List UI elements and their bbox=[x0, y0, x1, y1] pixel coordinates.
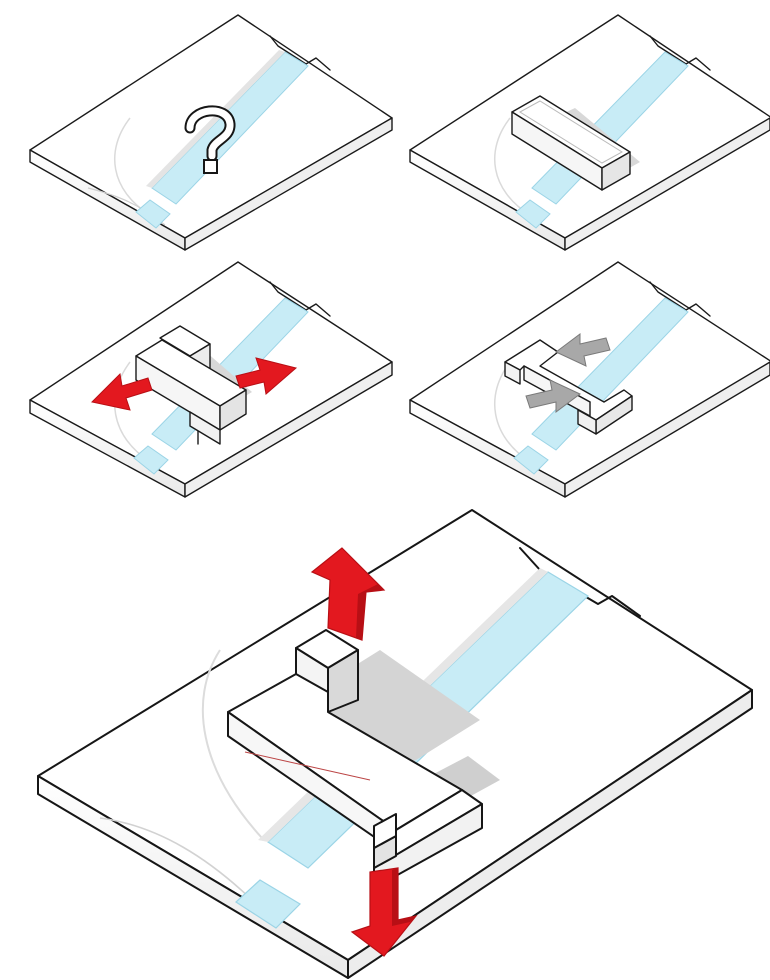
compress-arrow-right-icon bbox=[235, 357, 298, 395]
site-slab-edge-right bbox=[184, 117, 393, 251]
compress-arrow-left-icon bbox=[90, 372, 153, 411]
embankment-step bbox=[269, 35, 331, 71]
embankment-step bbox=[269, 281, 331, 317]
canal-lower bbox=[235, 879, 301, 929]
canal-lower bbox=[513, 445, 549, 475]
bar-block-end bbox=[219, 389, 247, 431]
landscape-curve bbox=[201, 649, 263, 839]
main-block-ridge bbox=[227, 673, 297, 713]
canal-lower bbox=[133, 445, 169, 475]
panel-1-site: ? bbox=[29, 14, 393, 251]
lift-arrow-up-shade bbox=[356, 584, 384, 640]
landscape-curve bbox=[113, 361, 151, 463]
bar-roof-inset bbox=[519, 100, 623, 164]
s-volume-front bbox=[504, 361, 521, 385]
site-slab-edge-right bbox=[184, 361, 393, 498]
canal bbox=[531, 297, 689, 451]
red-edge-line bbox=[244, 751, 371, 781]
site-slab-edge-right bbox=[347, 689, 753, 979]
panel-5-final-massing bbox=[37, 509, 753, 979]
question-mark-icon: ? bbox=[184, 105, 236, 174]
embankment-step bbox=[649, 281, 711, 317]
site-slab-edge-right bbox=[564, 361, 770, 498]
site-slab-edge-right bbox=[564, 117, 770, 251]
canal-lower bbox=[515, 199, 551, 229]
embankment-step bbox=[519, 547, 641, 617]
panel-2-bar-volume bbox=[409, 14, 770, 251]
site-slab-top bbox=[409, 261, 770, 485]
lower-arm-tip bbox=[373, 813, 397, 849]
panel-4-shift-into-s bbox=[409, 261, 770, 498]
canal-bank-shadow bbox=[146, 50, 285, 188]
bar-volume-end bbox=[601, 151, 631, 191]
bar-block-lower bbox=[189, 411, 221, 445]
drop-arrow-down-shade bbox=[392, 868, 416, 926]
landscape-curve bbox=[493, 361, 531, 463]
push-arrow-lower-icon bbox=[525, 379, 581, 413]
push-arrow-upper-icon bbox=[555, 333, 611, 367]
landscape-curve bbox=[493, 117, 531, 216]
embankment-step bbox=[649, 35, 711, 71]
canal-lower bbox=[135, 199, 171, 229]
panel-3-compress-sides bbox=[29, 261, 393, 498]
landscape-curve-2 bbox=[99, 817, 253, 901]
s-volume-leg bbox=[577, 409, 597, 435]
